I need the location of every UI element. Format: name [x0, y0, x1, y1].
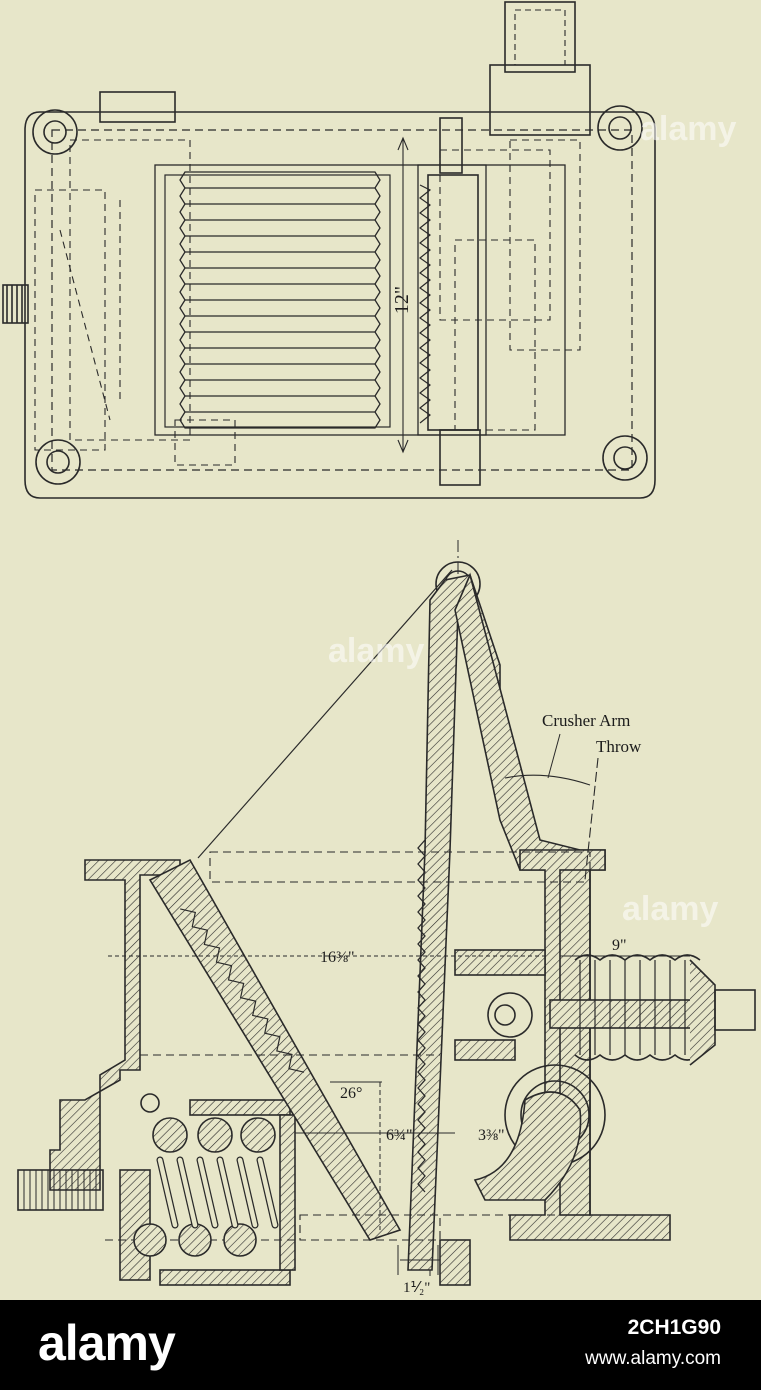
dim-top-span: 16⅜" [320, 949, 355, 966]
drawing-canvas: 12" [2, 1, 756, 1296]
dim-angle: 26° [340, 1085, 362, 1102]
plan-view [2, 1, 656, 499]
site-link[interactable]: www.alamy.com [585, 1348, 721, 1369]
stock-footer: alamy 2CH1G90 www.alamy.com [0, 1300, 761, 1390]
dim-spring-length: 9" [612, 937, 627, 954]
dim-offset: 3⅜" [478, 1127, 505, 1144]
watermark: alamy [622, 890, 718, 928]
watermark: alamy [328, 632, 424, 670]
label-throw: Throw [596, 737, 642, 756]
dim-jaw-gap: 6¾" [386, 1127, 413, 1144]
brand-logo[interactable]: alamy [38, 1315, 176, 1371]
label-crusher-arm: Crusher Arm [542, 711, 630, 730]
watermark: alamy [640, 110, 736, 148]
dim-bottom-gap: 1⅟₂" [403, 1280, 430, 1296]
dim-plate-height: 12" [391, 286, 413, 314]
image-code: 2CH1G90 [627, 1316, 721, 1339]
section-view [17, 540, 756, 1286]
crusher-diagram: 12" [2, 1, 756, 1296]
